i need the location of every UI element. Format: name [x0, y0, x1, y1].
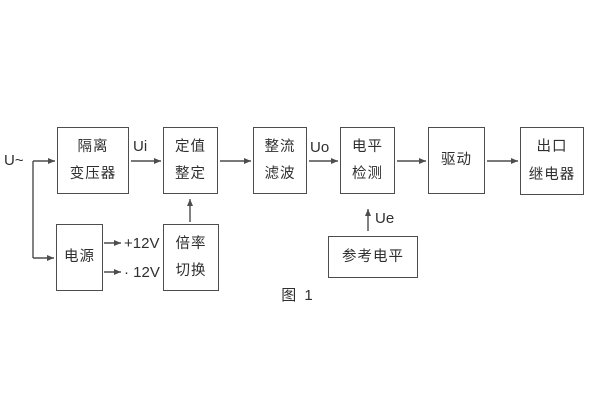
block-driver: 驱动	[428, 127, 485, 194]
block-level-detection: 电平 检测	[340, 127, 395, 194]
block-output-relay: 出口 继电器	[520, 127, 584, 195]
block-label: 检测	[352, 166, 383, 182]
block-label: 滤波	[264, 166, 296, 182]
block-label: 倍率	[175, 235, 207, 252]
block-power-supply: 电源	[56, 224, 103, 291]
block-label: 出口	[536, 139, 568, 155]
block-rectifier-filter: 整流 滤波	[253, 127, 307, 194]
block-label: 定值	[175, 138, 206, 155]
block-label: 隔离	[77, 138, 109, 155]
block-label: 继电器	[528, 166, 576, 183]
block-value-setting: 定值 整定	[163, 127, 218, 194]
block-label: 整定	[175, 166, 206, 182]
block-label: 电平	[352, 138, 383, 155]
rail-label-neg12v: · 12V	[124, 264, 160, 281]
signal-label-ue: Ue	[375, 210, 395, 227]
signal-label-ui: Ui	[133, 138, 148, 155]
signal-label-uo: Uo	[310, 139, 330, 156]
block-label: 驱动	[441, 152, 472, 169]
block-label: 电源	[64, 249, 95, 266]
block-reference-level: 参考电平	[328, 236, 418, 278]
block-label: 变压器	[69, 166, 117, 182]
block-isolation-transformer: 隔离 变压器	[57, 127, 129, 194]
block-label: 切换	[175, 263, 207, 279]
block-label: 参考电平	[342, 248, 404, 265]
block-label: 整流	[264, 138, 296, 155]
input-signal-label: U~	[4, 152, 24, 169]
figure-caption: 图 1	[281, 287, 315, 304]
rail-label-pos12v: +12V	[124, 235, 160, 252]
block-ratio-switch: 倍率 切换	[163, 224, 219, 291]
